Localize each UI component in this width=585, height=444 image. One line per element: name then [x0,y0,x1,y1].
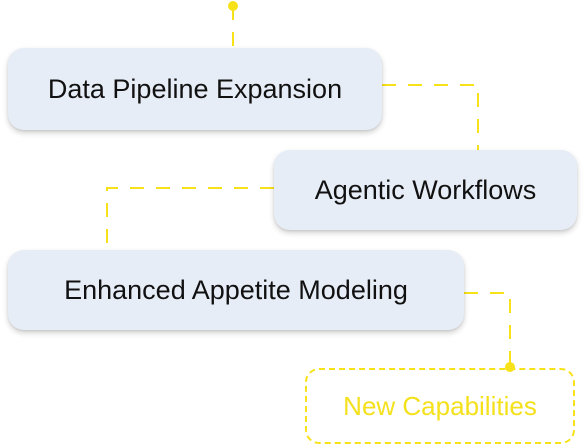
step-label: Agentic Workflows [314,174,537,205]
outcome-label: New Capabilities [343,390,537,421]
step-enhanced-appetite-modeling: Enhanced Appetite Modeling [8,250,464,330]
outcome-new-capabilities: New Capabilities [305,368,575,444]
connector-2-to-3 [106,187,274,250]
connector-start-dot [228,1,238,11]
connector-3-to-outcome [464,292,511,368]
connector-1-to-2 [382,84,479,150]
step-label: Data Pipeline Expansion [47,73,343,104]
step-agentic-workflows: Agentic Workflows [274,150,577,230]
step-data-pipeline-expansion: Data Pipeline Expansion [8,48,382,130]
step-label: Enhanced Appetite Modeling [64,274,408,305]
